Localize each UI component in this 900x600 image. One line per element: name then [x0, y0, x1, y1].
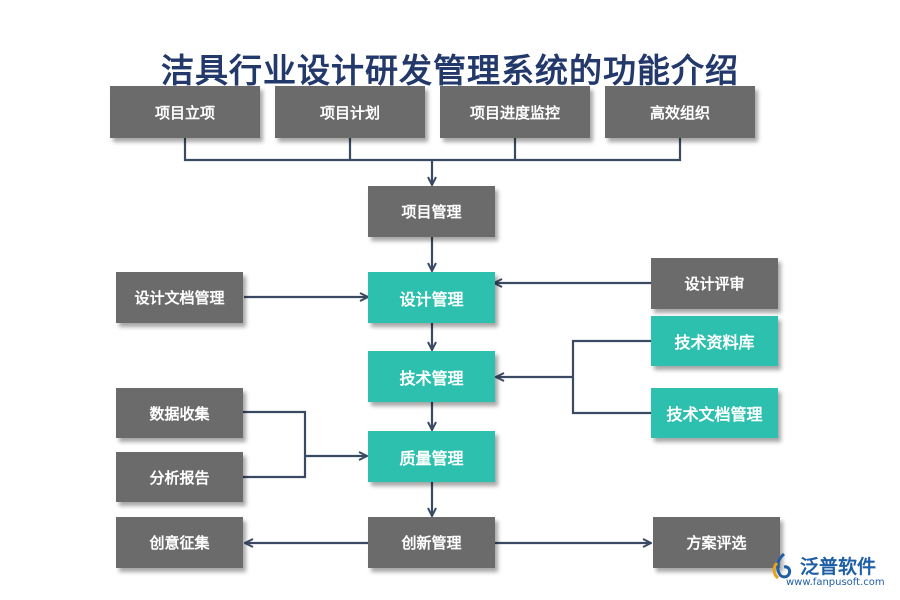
node-shuju-shouji: 数据收集 — [116, 388, 243, 438]
node-jishu-ziliaoku: 技术资料库 — [651, 316, 778, 366]
node-jishu-wendang-guanli: 技术文档管理 — [651, 388, 778, 438]
logo-url: www.fanpusoft.com — [786, 577, 885, 588]
logo-name: 泛普软件 — [800, 556, 877, 578]
node-chuangyi-zhengji: 创意征集 — [116, 517, 243, 568]
node-sheji-pingshen: 设计评审 — [651, 258, 778, 309]
node-xiangmu-lixiang: 项目立项 — [110, 86, 260, 138]
node-fangan-pingxuan: 方案评选 — [653, 517, 780, 568]
page-title: 洁具行业设计研发管理系统的功能介绍 — [161, 51, 739, 90]
node-zhiliang-guanli: 质量管理 — [368, 431, 495, 482]
node-xiangmu-guanli: 项目管理 — [368, 186, 495, 237]
node-fenxi-baogao: 分析报告 — [116, 452, 243, 502]
fanpu-logo-icon — [772, 552, 792, 580]
node-xiangmu-jindu-jiankong: 项目进度监控 — [440, 86, 590, 138]
node-gaoxiao-zuzhi: 高效组织 — [605, 86, 755, 138]
connector-right-bracket — [571, 339, 651, 415]
connector-top-bracket — [183, 138, 682, 162]
node-jishu-guanli: 技术管理 — [368, 351, 495, 402]
node-chuangxin-guanli: 创新管理 — [368, 517, 495, 568]
connector-left-bracket — [243, 410, 307, 479]
node-sheji-wendang-guanli: 设计文档管理 — [116, 272, 243, 323]
node-sheji-guanli: 设计管理 — [368, 272, 495, 323]
node-xiangmu-jihua: 项目计划 — [275, 86, 425, 138]
